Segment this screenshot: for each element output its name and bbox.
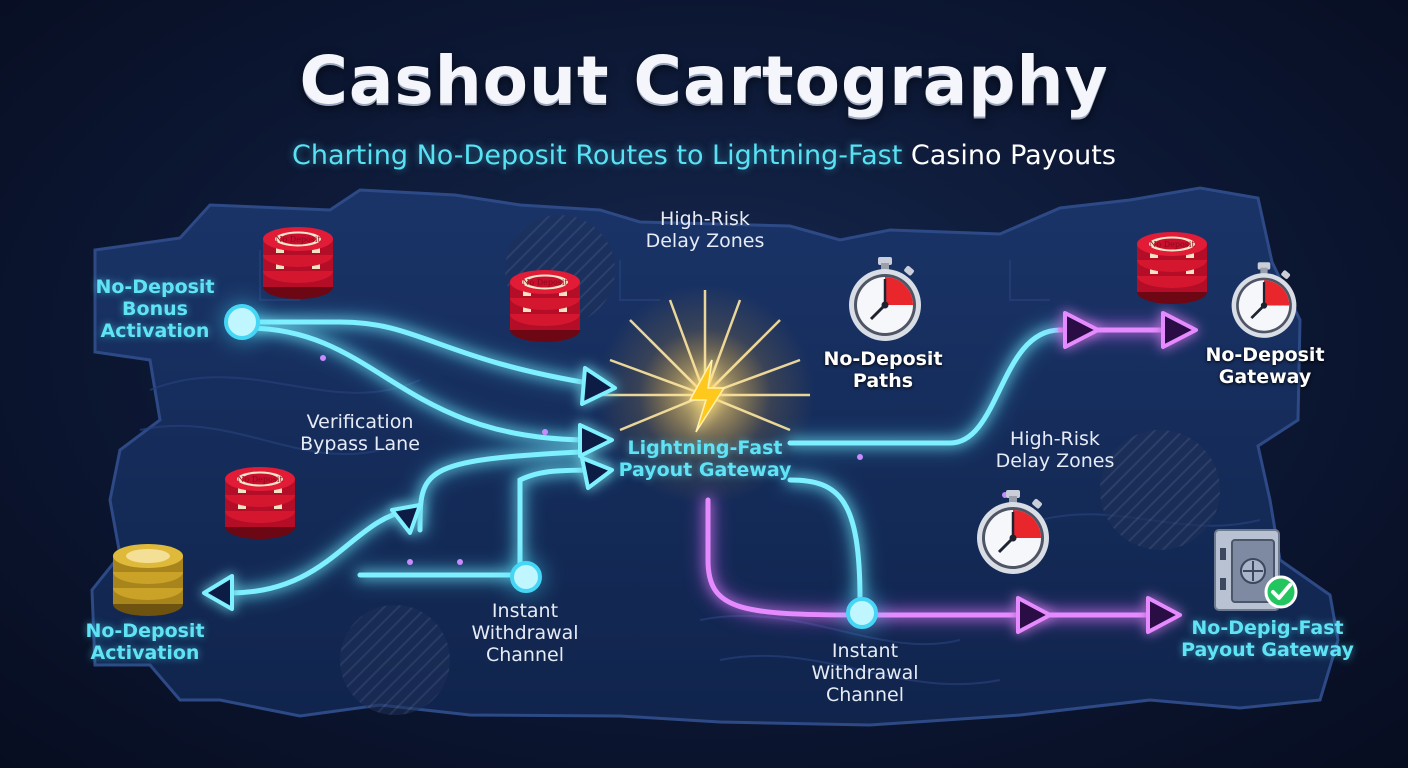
route-bonus-lower [247,325,593,443]
arrowhead [578,423,614,458]
arrowhead [1063,311,1100,349]
risk-zone-hatch-right [1100,430,1220,550]
casino-chip-stack-gold-icon [113,544,183,616]
withdrawal-node-right [846,597,878,629]
bonus-node [224,304,260,340]
arrowhead [580,456,614,490]
chip-label: No Deposit [237,475,283,484]
arrowhead [1016,596,1052,634]
route-gateway-to-final [705,497,1153,618]
label-risk-zone-top: High-Risk Delay Zones [645,208,765,252]
vault-icon [1214,529,1280,611]
magenta-routes [701,311,1198,634]
route-gateway-down [787,477,863,603]
label-gateway-final: No-Depig-Fast Payout Gateway [1181,617,1354,661]
cyan-routes [202,315,1067,611]
risk-zone-hatch-bottom [340,605,450,715]
label-gateway-right: No-Deposit Gateway [1205,344,1325,388]
chip-label: No Deposit [275,235,321,244]
label-gateway-center: Lightning-Fast Payout Gateway [618,437,792,481]
route-gateway-to-right [787,327,1063,446]
label-withdrawal-left: Instant Withdrawal Channel [471,600,579,666]
route-bonus-to-gateway [239,319,603,388]
arrowhead [1161,311,1198,349]
route-nodes [220,300,1008,633]
label-risk-zone-right: High-Risk Delay Zones [995,428,1115,472]
label-withdrawal-right: Instant Withdrawal Channel [811,640,919,706]
arrowhead [1146,596,1182,634]
chip-label: No Deposit [1149,240,1195,249]
page-subtitle: Charting No-Deposit Routes to Lightning-… [0,140,1408,171]
arrowhead [390,503,422,535]
label-paths: No-Deposit Paths [823,348,943,392]
label-bonus-activation: No-Deposit Bonus Activation [95,276,215,342]
arrowhead [580,366,617,406]
route-return-left [227,507,413,596]
withdrawal-node-left [510,561,542,593]
page-title: Cashout Cartography [299,42,1109,119]
lightning-bolt-icon [688,359,726,433]
label-deposit-activation: No-Deposit Activation [85,620,205,664]
subtitle-highlight: Charting No-Deposit Routes to Lightning-… [292,140,903,171]
arrowhead [202,574,234,611]
chip-label: No Deposit [522,278,568,287]
label-verification-lane: Verification Bypass Lane [300,411,420,455]
checkmark-icon [1264,575,1298,609]
subtitle-tail: Casino Payouts [910,140,1116,171]
